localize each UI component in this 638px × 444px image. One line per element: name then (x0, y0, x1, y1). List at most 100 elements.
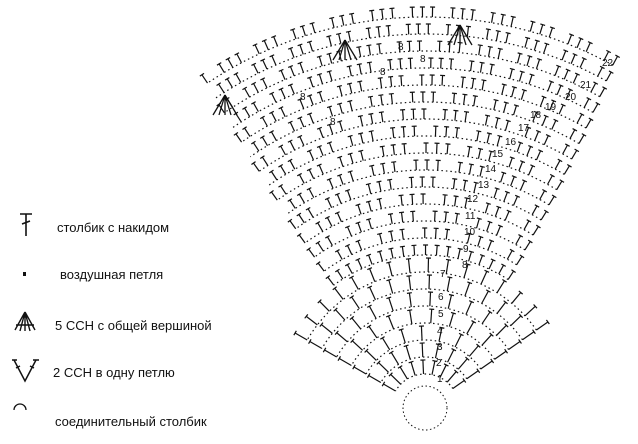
double-crochet-mark (592, 103, 599, 113)
double-crochet-mark (477, 148, 482, 159)
row-number: 12 (467, 194, 479, 205)
double-crochet-top (260, 58, 266, 62)
double-crochet-mark (567, 34, 573, 45)
double-crochet-top (306, 167, 312, 172)
double-crochet-mark (446, 371, 457, 383)
double-crochet-mark (576, 38, 582, 49)
double-crochet-mark (328, 106, 334, 117)
double-crochet-mark (390, 93, 393, 104)
double-crochet-top (509, 156, 515, 160)
double-crochet-top (486, 132, 492, 135)
double-crochet-mark (431, 360, 436, 375)
double-crochet-top (199, 72, 205, 77)
double-crochet-mark (489, 64, 493, 75)
double-crochet-top (526, 219, 532, 223)
double-crochet-mark (408, 292, 412, 308)
double-crochet-mark (583, 98, 590, 108)
double-crochet-mark (539, 190, 546, 200)
double-crochet-top (326, 35, 332, 38)
double-crochet-top (504, 348, 509, 354)
row-number: 22 (602, 58, 614, 69)
legend-five-dc-cluster: 5 ССН с общей вершиной (0, 308, 260, 338)
double-crochet-mark (390, 352, 400, 365)
double-crochet-top (521, 88, 527, 92)
double-crochet-top (358, 149, 364, 153)
double-crochet-top (378, 111, 384, 114)
double-crochet-top (490, 358, 495, 364)
double-crochet-top (595, 101, 601, 106)
double-crochet-top (549, 173, 555, 178)
double-crochet-mark (236, 53, 243, 64)
double-crochet-mark (299, 117, 305, 128)
chain-row (350, 322, 496, 366)
double-crochet-top (326, 52, 332, 55)
double-crochet-top (316, 163, 322, 167)
double-crochet-top (355, 239, 361, 243)
double-crochet-mark (378, 362, 389, 373)
double-crochet-mark (289, 220, 297, 230)
double-crochet-mark (533, 40, 538, 51)
double-crochet-mark (368, 62, 372, 73)
double-crochet-top (403, 344, 409, 348)
double-crochet-top (252, 43, 258, 47)
double-crochet-mark (473, 182, 477, 193)
double-crochet-mark (511, 292, 522, 304)
double-crochet-mark (434, 228, 437, 239)
double-crochet-mark (534, 131, 540, 141)
row-number: 18 (530, 110, 542, 121)
double-crochet-mark (496, 280, 505, 293)
chain-row (365, 339, 482, 375)
double-crochet-top (476, 130, 482, 133)
double-crochet-mark (308, 188, 315, 198)
double-crochet-mark (486, 29, 489, 40)
double-crochet-mark (400, 212, 404, 223)
double-crochet-mark (526, 56, 531, 67)
double-crochet-mark (360, 150, 364, 161)
double-crochet-top (501, 83, 507, 86)
double-crochet-mark (590, 82, 597, 93)
double-crochet-mark (468, 345, 479, 357)
double-crochet-top (326, 123, 333, 127)
double-crochet-top (337, 120, 343, 123)
double-crochet-mark (379, 233, 383, 244)
double-crochet-mark (526, 146, 532, 157)
double-crochet-mark (520, 89, 525, 100)
double-crochet-top (406, 292, 412, 294)
double-crochet-mark (380, 112, 384, 123)
double-crochet-mark (400, 329, 406, 344)
double-crochet-top (527, 239, 533, 244)
double-crochet-mark (371, 165, 375, 176)
double-crochet-mark (380, 95, 383, 106)
double-crochet-mark (539, 24, 544, 35)
double-crochet-top (344, 243, 351, 248)
double-crochet-mark (252, 102, 259, 112)
double-crochet-mark (326, 217, 333, 227)
row-number: 15 (492, 149, 504, 160)
double-crochet-top (365, 200, 372, 203)
double-crochet-mark (448, 41, 451, 52)
double-crochet-top (347, 170, 353, 173)
double-crochet-top (522, 179, 528, 183)
double-crochet-top (269, 91, 275, 96)
double-crochet-top (465, 356, 470, 361)
double-crochet-mark (444, 212, 447, 223)
double-crochet-mark (448, 312, 454, 327)
double-crochet-mark (457, 358, 468, 370)
double-crochet-top (324, 235, 330, 239)
double-crochet-mark (547, 81, 553, 92)
double-crochet-top (566, 163, 572, 168)
double-crochet-top (278, 183, 283, 188)
double-crochet-mark (479, 62, 483, 73)
double-crochet-mark (389, 76, 393, 87)
double-crochet-top (307, 112, 313, 116)
double-crochet-mark (518, 71, 523, 82)
legend-chain-stitch: воздушная петля (0, 262, 260, 292)
double-crochet-top (543, 209, 549, 214)
double-crochet-mark (391, 8, 394, 19)
chain-count-label: 8 (420, 54, 426, 65)
double-crochet-mark (309, 95, 314, 106)
double-crochet-top (517, 141, 524, 145)
double-crochet-mark (261, 117, 268, 127)
double-crochet-mark (570, 54, 576, 64)
double-crochet-mark (437, 160, 439, 171)
